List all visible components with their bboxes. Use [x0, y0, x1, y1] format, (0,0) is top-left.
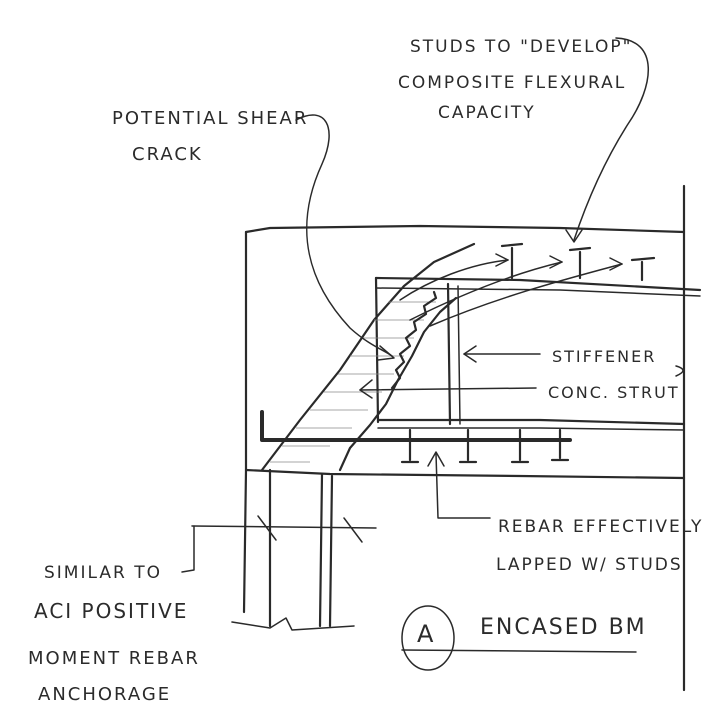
annotation-text: STUDS TO "DEVELOP" COMPOSITE FLEXURAL CA… [28, 37, 703, 705]
top-shear-studs [500, 242, 656, 282]
shear-crack [390, 290, 438, 390]
strut-hatching [270, 301, 436, 463]
aci-label-line4: ANCHORAGE [38, 684, 171, 705]
rebar-label-line2: LAPPED W/ STUDS [496, 555, 683, 575]
leader-shear-crack [295, 114, 395, 361]
strut-label: CONC. STRUT [548, 383, 680, 402]
section-bubble [401, 605, 637, 671]
aci-label-line1: SIMILAR TO [44, 563, 162, 583]
aci-label-line2: ACI POSITIVE [34, 599, 188, 623]
aci-label-line3: MOMENT REBAR [28, 648, 200, 669]
stiffener-plate [446, 282, 461, 426]
concrete-encasement [244, 224, 686, 480]
shear-crack-label-line1: POTENTIAL SHEAR [112, 108, 308, 129]
force-flow-arrows [399, 253, 623, 327]
bottom-rebar [260, 410, 572, 442]
studs-label-line1: STUDS TO "DEVELOP" [410, 37, 632, 57]
stiffener-arrow [463, 345, 541, 363]
stiffener-label: STIFFENER [552, 347, 656, 366]
steel-beam [374, 276, 702, 431]
column-mark [675, 365, 684, 377]
rebar-label-line1: REBAR EFFECTIVELY [498, 517, 703, 537]
strut-arrow [359, 379, 537, 399]
rebar-arrow [427, 451, 491, 519]
studs-label-line2: COMPOSITE FLEXURAL [398, 73, 626, 93]
leader-studs [565, 37, 649, 243]
support-legs [181, 468, 377, 631]
studs-label-line3: CAPACITY [438, 103, 536, 123]
bottom-shear-studs [400, 428, 570, 464]
section-mark-letter: A [417, 620, 435, 648]
shear-crack-label-line2: CRACK [132, 144, 203, 165]
section-title: ENCASED BM [480, 615, 647, 640]
